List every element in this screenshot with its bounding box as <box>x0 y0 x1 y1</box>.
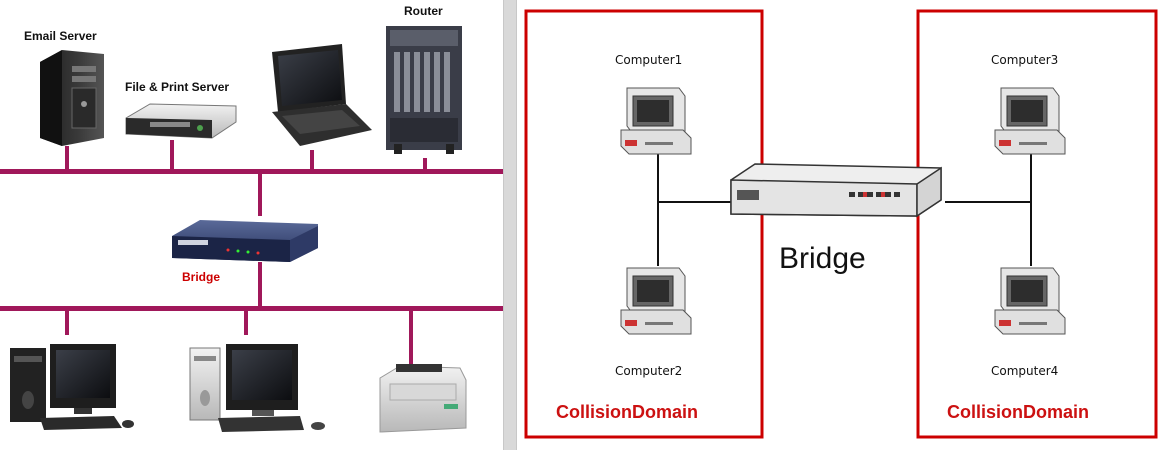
computer4-label: Computer4 <box>991 364 1058 378</box>
file-print-server-label: File & Print Server <box>125 80 229 94</box>
laptop-icon <box>272 44 372 146</box>
router-icon <box>386 26 462 154</box>
collision-domain-label-right: CollisionDomain <box>947 402 1089 422</box>
collision-domain-label-left: CollisionDomain <box>556 402 698 422</box>
computer3-icon <box>994 87 1066 155</box>
computer1-label: Computer1 <box>615 53 682 67</box>
computer2-icon <box>620 267 692 335</box>
network-wires <box>657 150 1032 266</box>
printer-icon <box>379 364 467 433</box>
right-collision-diagram: Computer1 Computer2 Computer3 Computer4 <box>517 0 1168 450</box>
email-server-icon <box>40 50 104 146</box>
panel-divider <box>503 0 517 450</box>
left-network-illustration: Email Server File & Print Server Router <box>0 0 503 450</box>
computer4-icon <box>994 267 1066 335</box>
bridge-icon <box>730 163 942 218</box>
bridge-device-icon <box>172 220 318 262</box>
desktop-pc-2-icon <box>189 344 325 432</box>
bridge-title: Bridge <box>779 242 866 275</box>
bridge-label: Bridge <box>182 270 220 284</box>
drop-lines <box>65 140 427 366</box>
email-server-label: Email Server <box>24 29 97 43</box>
computer1-icon <box>620 87 692 155</box>
router-label: Router <box>404 4 443 18</box>
computer3-label: Computer3 <box>991 53 1058 67</box>
bus-line-top <box>0 169 503 174</box>
file-print-server-icon <box>125 103 237 139</box>
collision-domain-box-right <box>916 9 1158 439</box>
desktop-pc-1-icon <box>10 344 134 430</box>
computer2-label: Computer2 <box>615 364 682 378</box>
bus-line-bottom <box>0 306 503 311</box>
collision-domain-box-left <box>524 9 764 439</box>
